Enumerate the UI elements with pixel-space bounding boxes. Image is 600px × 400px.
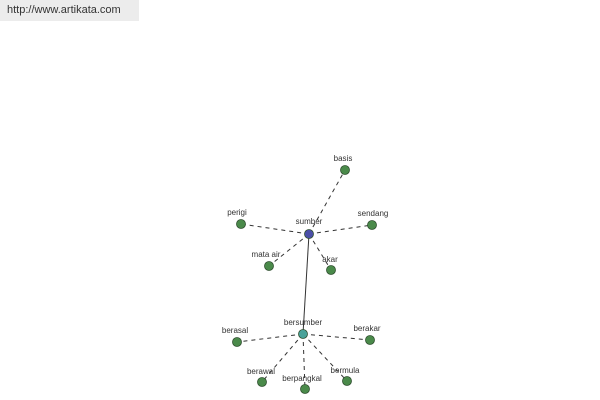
node-sumber[interactable] — [304, 229, 314, 239]
node-bermula[interactable] — [342, 376, 352, 386]
node-bersumber[interactable] — [298, 329, 308, 339]
node-basis[interactable] — [340, 165, 350, 175]
node-label-sumber[interactable]: sumber — [296, 217, 323, 226]
node-berasal[interactable] — [232, 337, 242, 347]
node-label-mata-air[interactable]: mata air — [252, 250, 281, 259]
node-label-berawal[interactable]: berawal — [247, 367, 275, 376]
edge-bersumber-berasal — [236, 333, 304, 343]
node-label-basis[interactable]: basis — [334, 154, 353, 163]
edge-sumber-bersumber — [302, 233, 310, 335]
node-label-berakar[interactable]: berakar — [353, 324, 380, 333]
edge-bersumber-bermula — [302, 333, 348, 382]
labels-layer: sumber bersumber basis perigi sendang mata ai… — [222, 154, 388, 383]
node-label-akar[interactable]: akar — [322, 255, 338, 264]
source-url-link[interactable]: http://www.artikata.com — [0, 0, 139, 21]
edge-sumber-mata-air — [268, 233, 310, 267]
edge-sumber-sendang — [308, 224, 373, 235]
node-label-perigi[interactable]: perigi — [227, 208, 247, 217]
node-label-bersumber[interactable]: bersumber — [284, 318, 323, 327]
node-sendang[interactable] — [367, 220, 377, 230]
edge-bersumber-berakar — [302, 333, 371, 341]
node-label-sendang[interactable]: sendang — [358, 209, 389, 218]
node-label-bermula[interactable]: bermula — [331, 366, 360, 375]
node-berawal[interactable] — [257, 377, 267, 387]
edge-sumber-akar — [308, 233, 332, 271]
node-perigi[interactable] — [236, 219, 246, 229]
edge-bersumber-berawal — [261, 333, 304, 383]
node-berakar[interactable] — [365, 335, 375, 345]
edge-bersumber-berpangkal — [302, 333, 306, 390]
edge-sumber-perigi — [240, 223, 310, 235]
edges-layer — [236, 169, 373, 390]
node-label-berasal[interactable]: berasal — [222, 326, 248, 335]
nodes-layer — [232, 165, 377, 394]
node-label-berpangkal[interactable]: berpangkal — [282, 374, 322, 383]
node-akar[interactable] — [326, 265, 336, 275]
node-mata-air[interactable] — [264, 261, 274, 271]
node-berpangkal[interactable] — [300, 384, 310, 394]
